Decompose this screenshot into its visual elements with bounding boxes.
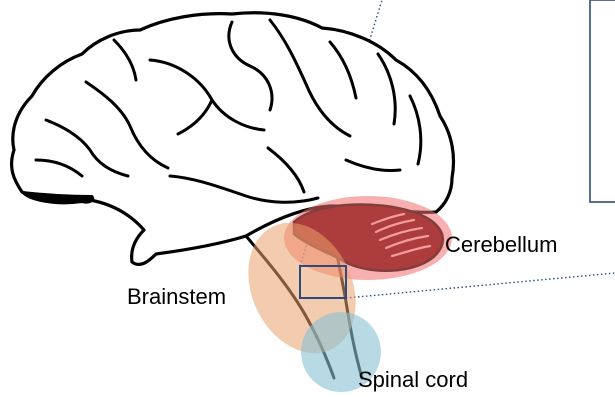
label-cerebellum: Cerebellum (445, 232, 558, 257)
label-spinal-cord: Spinal cord (358, 367, 468, 392)
brain-icon (12, 13, 454, 378)
label-brainstem: Brainstem (127, 284, 226, 309)
callout-panel (590, 0, 615, 202)
